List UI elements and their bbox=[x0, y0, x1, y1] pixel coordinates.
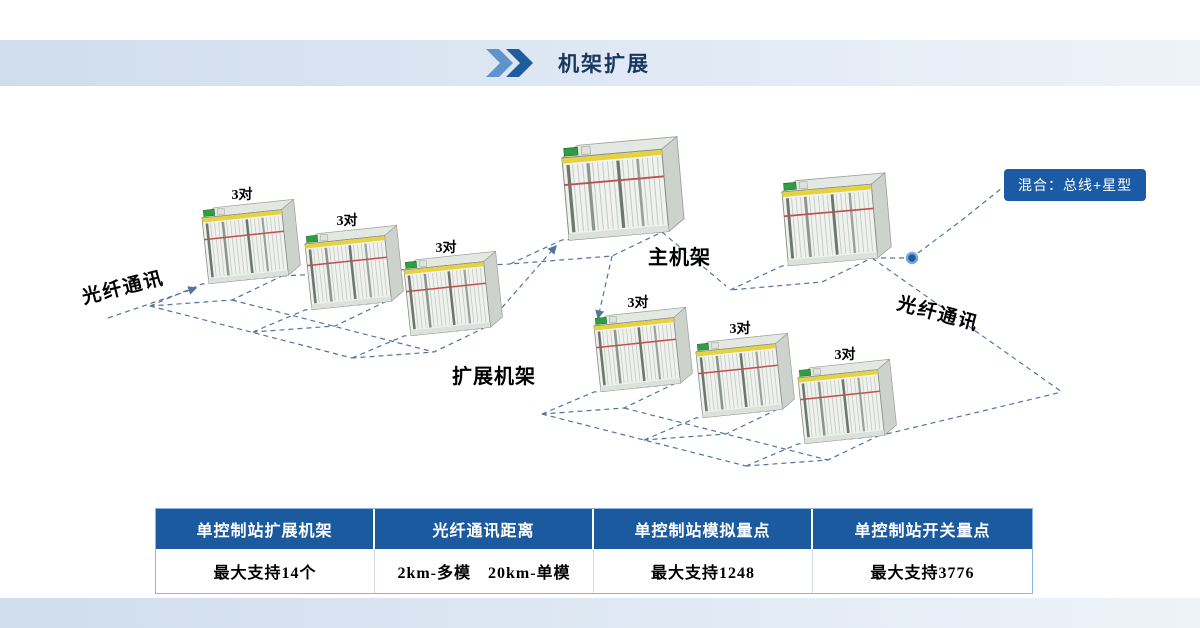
main-rack bbox=[560, 136, 686, 241]
spec-col-header: 光纤通讯距离 bbox=[375, 509, 594, 549]
pair-count-label: 3对 bbox=[231, 188, 253, 203]
topology-mode-badge: 混合：总线+星型 bbox=[1004, 169, 1147, 201]
main-rack-label: 主机架 bbox=[648, 247, 711, 269]
expansion-rack-left-3 bbox=[402, 250, 504, 337]
remote-rack-right bbox=[780, 172, 893, 267]
pair-count-label: 3对 bbox=[435, 241, 457, 256]
spec-col-header: 单控制站模拟量点 bbox=[594, 509, 813, 549]
double-chevron-icon bbox=[486, 49, 544, 77]
expansion-rack-left-2 bbox=[303, 224, 405, 311]
header-band: 机架扩展 bbox=[0, 40, 1200, 86]
spec-table-header-row: 单控制站扩展机架 光纤通讯距离 单控制站模拟量点 单控制站开关量点 bbox=[156, 509, 1032, 549]
spec-table-value-row: 最大支持14个 2km-多模 20km-单模 最大支持1248 最大支持3776 bbox=[156, 549, 1032, 593]
spec-col-value: 最大支持1248 bbox=[594, 549, 813, 593]
expansion-rack-bottom-1 bbox=[592, 306, 694, 393]
pair-count-label: 3对 bbox=[627, 296, 649, 311]
expansion-rack-bottom-2 bbox=[694, 332, 796, 419]
spec-col-value: 最大支持3776 bbox=[870, 565, 975, 582]
pair-count-label: 3对 bbox=[729, 322, 751, 337]
footer-band bbox=[0, 598, 1200, 628]
expansion-rack-bottom-3 bbox=[796, 358, 898, 445]
expansion-rack-label: 扩展机架 bbox=[452, 366, 536, 388]
spec-col-header: 单控制站扩展机架 bbox=[156, 509, 375, 549]
spec-table: 单控制站扩展机架 光纤通讯距离 单控制站模拟量点 单控制站开关量点 最大支持14… bbox=[155, 508, 1033, 594]
spec-col-value: 2km-多模 20km-单模 bbox=[375, 549, 594, 593]
spec-col-value: 最大支持14个 bbox=[156, 549, 375, 593]
pair-count-label: 3对 bbox=[834, 348, 856, 363]
spec-col-header: 单控制站开关量点 bbox=[813, 509, 1032, 549]
expansion-rack-left-1 bbox=[200, 198, 302, 285]
pair-count-label: 3对 bbox=[336, 214, 358, 229]
fiber-junction-dot bbox=[905, 251, 919, 265]
page-title: 机架扩展 bbox=[558, 53, 650, 76]
